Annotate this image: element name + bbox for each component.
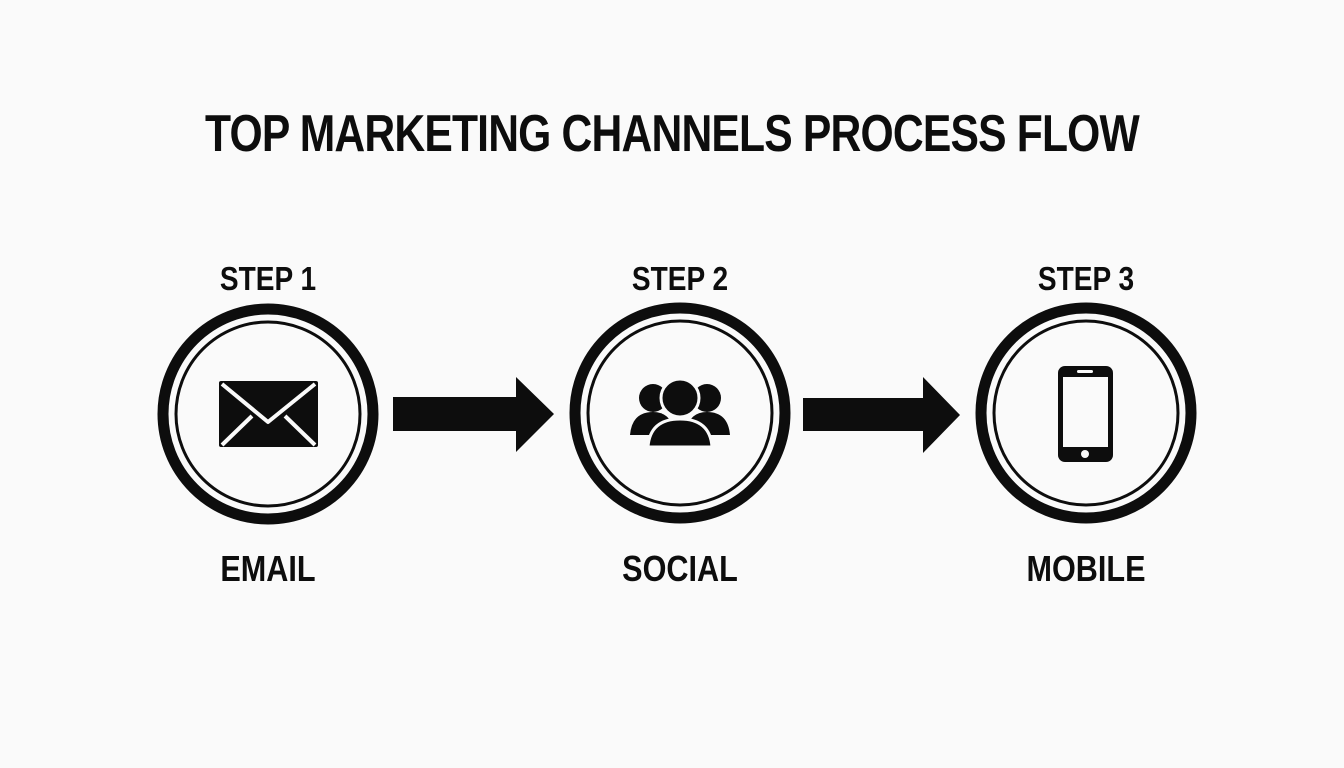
- inner-ring: [174, 320, 362, 508]
- step-2-name: SOCIAL: [622, 548, 738, 589]
- step-3-node: [975, 302, 1197, 524]
- step-3-label: STEP 3: [1037, 260, 1135, 297]
- step-1-name: EMAIL: [220, 548, 316, 589]
- inner-ring: [992, 319, 1180, 507]
- step-3-name: MOBILE: [1026, 548, 1146, 589]
- users-group-icon: [630, 377, 730, 449]
- step-1-label: STEP 1: [219, 260, 317, 297]
- outer-ring: [569, 302, 791, 524]
- outer-ring: [157, 303, 379, 525]
- step-2-node: [569, 302, 791, 524]
- arrow-right-icon: [803, 377, 960, 453]
- envelope-icon: [219, 381, 318, 447]
- step-2-label: STEP 2: [631, 260, 729, 297]
- arrow-right-icon: [393, 377, 554, 452]
- diagram-title: TOP MARKETING CHANNELS PROCESS FLOW: [205, 105, 1140, 163]
- outer-ring: [975, 302, 1197, 524]
- step-1-node: [157, 303, 379, 525]
- inner-ring: [586, 319, 774, 507]
- smartphone-icon: [1058, 366, 1113, 462]
